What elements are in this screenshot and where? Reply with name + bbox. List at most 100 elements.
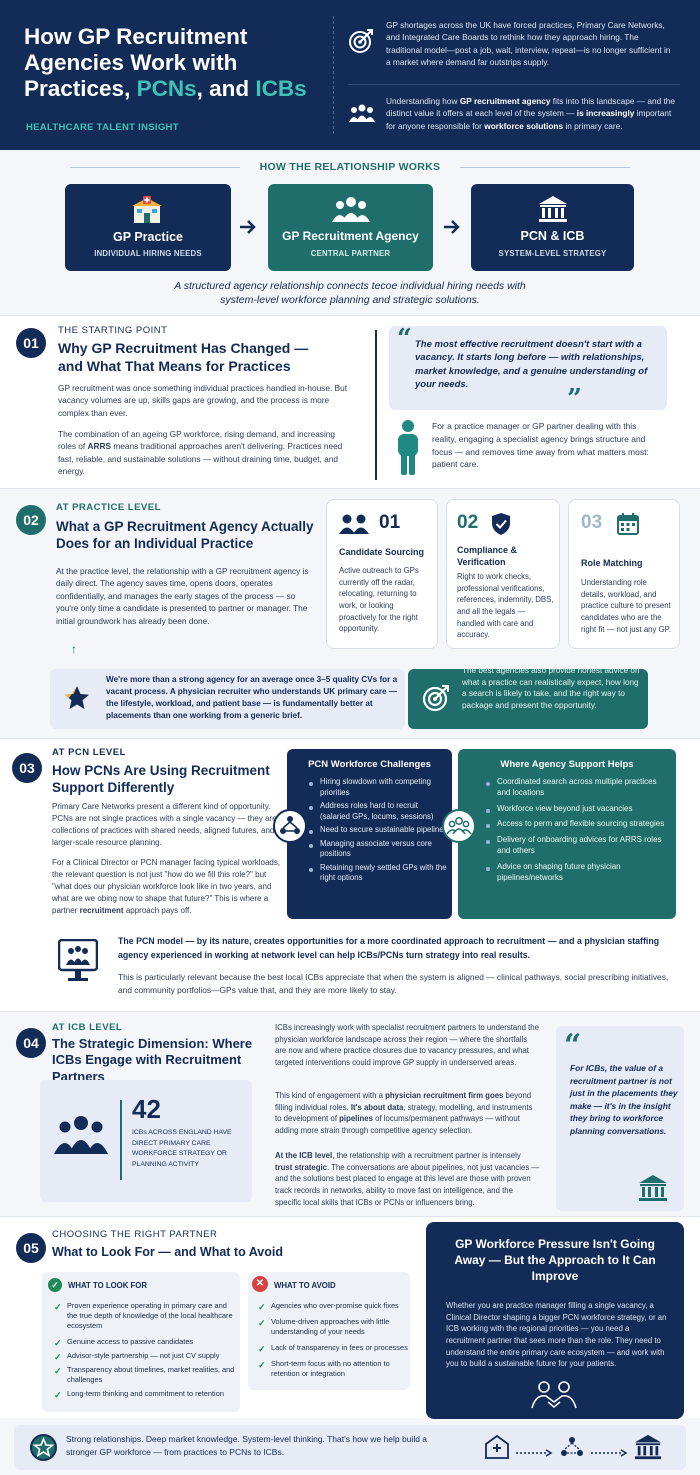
section-number: 04 <box>16 1028 46 1058</box>
list-item: Genuine access to passive candidates <box>54 1337 236 1349</box>
person-icon <box>393 419 423 477</box>
section-paragraph: At the practice level, the relationship … <box>56 566 309 626</box>
list-item: Coordinated search across multiple pract… <box>484 777 669 799</box>
card-number: 02 <box>457 512 479 533</box>
icb-stat-label: ICBs ACROSS ENGLAND HAVE DIRECT PRIMARY … <box>132 1129 232 1168</box>
list-item: Short-term focus with no attention to re… <box>258 1359 408 1379</box>
card-text: Understanding role details, workload, an… <box>581 578 671 634</box>
look-for-list: Proven experience operating in primary c… <box>54 1301 236 1402</box>
quote-box: “ The most effective recruitment doesn't… <box>389 324 667 414</box>
arrow-up-icon: ↑ <box>71 642 77 656</box>
intro-bold: GP recruitment agency <box>459 96 551 106</box>
pcn-icb-title: PCN & ICB <box>520 229 585 243</box>
section-kicker: CHOOSING THE RIGHT PARTNER <box>52 1229 218 1240</box>
network-outline-icon <box>559 1435 585 1459</box>
people-icon <box>54 1114 108 1154</box>
panel-title: PCN Workforce Challenges <box>308 759 431 770</box>
close-quote-icon: ” <box>567 384 582 414</box>
section-kicker: THE STARTING POINT <box>58 325 168 336</box>
section-04: 04 AT ICB LEVEL The Strategic Dimension:… <box>0 1011 700 1216</box>
intro-bold: workforce solutions <box>484 120 564 131</box>
para-text: For a Clinical Director or PCN manager f… <box>52 858 281 915</box>
advice-callout-text: The best agencies also provide honest ad… <box>462 666 640 710</box>
intro-paragraph-2: Understanding how GP recruitment agency … <box>386 95 680 132</box>
gp-agency-sub: CENTRAL PARTNER <box>310 249 391 258</box>
section-paragraph: At the ICB level, the relationship with … <box>275 1150 540 1208</box>
relationship-section: HOW THE RELATIONSHIP WORKS GP Practice I… <box>0 150 700 315</box>
arrow-right-icon <box>442 219 462 235</box>
header-divider <box>333 16 334 134</box>
target-icon <box>422 684 450 712</box>
page-title: How GP Recruitment Agencies Work with Pr… <box>24 24 324 102</box>
group-icon <box>339 514 369 534</box>
section-02: 02 AT PRACTICE LEVEL What a GP Recruitme… <box>0 488 700 738</box>
institution-icon <box>634 1433 662 1461</box>
title-pcns: PCNs <box>136 76 197 102</box>
para-text: , the relationship with a recruitment pa… <box>332 1151 521 1160</box>
para-bold: pipelines <box>339 1114 373 1124</box>
icb-stat-number: 42 <box>132 1094 161 1124</box>
pcn-model-note: This is particularly relevant because th… <box>118 972 669 995</box>
clinic-outline-icon <box>484 1434 510 1460</box>
card-number: 03 <box>581 512 603 533</box>
list-item: Delivery of onboarding advices for ARRS … <box>484 835 669 857</box>
section-title: What a GP Recruitment Agency Actually Do… <box>56 519 314 551</box>
icb-stat-box: 42 ICBs ACROSS ENGLAND HAVE DIRECT PRIMA… <box>40 1080 252 1202</box>
para-text: , strategy, modelling, and instruments t… <box>275 1102 533 1124</box>
title-line-2: Agencies Work with <box>24 50 238 76</box>
panel-title: Where Agency Support Helps <box>500 759 634 770</box>
shield-check-icon <box>491 512 511 536</box>
para-text: of locums/permanent pathways — without a… <box>275 1114 520 1136</box>
list-item: Access to perm and flexible sourcing str… <box>484 819 669 830</box>
footer-bar: Strong relationships. Deep market knowle… <box>14 1425 686 1470</box>
capability-card: 01 Candidate Sourcing Active outreach to… <box>326 499 438 649</box>
capability-card: 03 Role Matching Understanding role deta… <box>568 499 680 649</box>
section-title: How PCNs Are Using Recruitment Support D… <box>52 763 270 795</box>
list-item: Workforce view beyond just vacancies <box>484 804 669 815</box>
institution-icon <box>538 195 568 223</box>
section-kicker: AT ICB LEVEL <box>52 1022 123 1033</box>
list-item: Advisor-style partnership — not just CV … <box>54 1351 236 1363</box>
para-text: This kind of engagement with a <box>275 1091 386 1100</box>
intro-text: Understanding how <box>386 96 460 106</box>
stat-divider <box>120 1100 122 1180</box>
section-05: 05 CHOOSING THE RIGHT PARTNER What to Lo… <box>0 1216 700 1419</box>
gp-practice-title: GP Practice <box>113 230 183 244</box>
footer-text: Strong relationships. Deep market knowle… <box>66 1434 428 1457</box>
calendar-icon <box>616 512 640 536</box>
section-paragraph: ICBs increasingly work with specialist r… <box>275 1023 539 1068</box>
x-circle-icon: ✕ <box>252 1276 268 1292</box>
intro-text: fits into this landscape — and the disti… <box>386 96 676 119</box>
title-line-3: Practices, PCNs, and ICBs <box>24 76 324 102</box>
para-bold: It's about data <box>350 1102 404 1112</box>
card-text: Right to work checks, professional verif… <box>457 572 554 640</box>
relationship-rule-right <box>460 167 630 168</box>
pcn-challenges-panel: PCN Workforce Challenges Hiring slowdown… <box>273 749 452 919</box>
section-paragraph: GP recruitment was once something indivi… <box>58 383 348 418</box>
star-icon <box>64 685 90 711</box>
dotted-arrow-icon <box>514 1444 554 1457</box>
helps-group-icon <box>442 809 476 843</box>
pcn-icb-sub: SYSTEM-LEVEL STRATEGY <box>498 249 607 258</box>
gp-practice-box: GP Practice INDIVIDUAL HIRING NEEDS <box>65 184 231 271</box>
avoid-list: Agencies who over-promise quick fixes Vo… <box>258 1301 408 1382</box>
list-item: Advice on shaping future physician pipel… <box>484 862 669 884</box>
section-paragraph: For a Clinical Director or PCN manager f… <box>52 857 282 917</box>
institution-icon <box>638 1174 668 1202</box>
handshake-people-icon <box>522 1380 586 1410</box>
title-icbs: ICBs <box>255 76 307 102</box>
list-item: Transparency about timelines, market rea… <box>54 1365 236 1385</box>
agency-helps-panel: Where Agency Support Helps Coordinated s… <box>442 749 676 919</box>
title-part: Practices, <box>24 76 137 102</box>
icb-quote-text: For ICBs, the value of a recruitment par… <box>570 1063 678 1137</box>
star-badge-icon <box>30 1434 57 1461</box>
section-number: 02 <box>16 505 46 535</box>
para-bold: physician recruitment firm goes <box>385 1091 504 1100</box>
section-kicker: AT PRACTICE LEVEL <box>56 502 161 513</box>
helps-list: Coordinated search across multiple pract… <box>484 777 669 888</box>
section-number: 01 <box>16 328 46 358</box>
list-item: Lack of transparency in fees or processe… <box>258 1343 408 1355</box>
dotted-arrow-icon <box>589 1444 629 1457</box>
challenges-list: Hiring slowdown with competing prioritie… <box>307 777 447 887</box>
column-divider <box>375 330 377 480</box>
